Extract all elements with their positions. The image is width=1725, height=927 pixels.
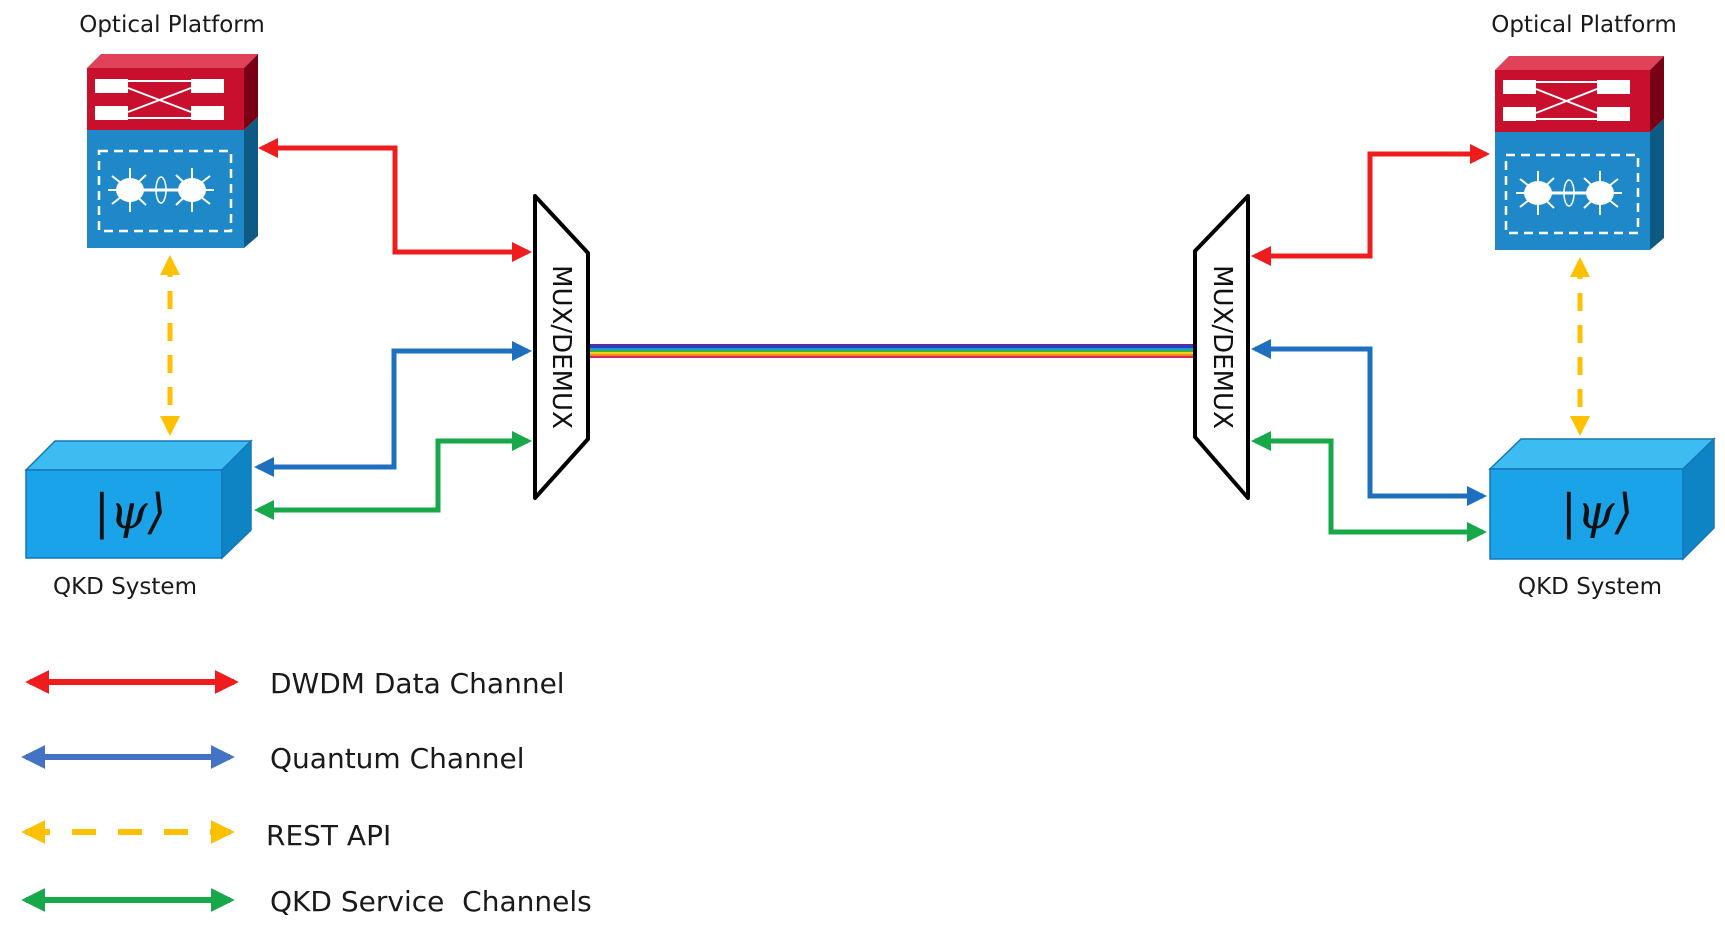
left-mux-demux: MUX/DEMUX [533, 194, 590, 500]
dwdm-data-channel-right [1251, 144, 1490, 266]
qkd-box-icon [24, 439, 253, 560]
qkd-state-symbol: |ψ⟩ [94, 484, 167, 540]
fiber-stripe [588, 346, 1195, 348]
legend-label-dwdm: DWDM Data Channel [270, 667, 565, 700]
legend-label-quantum: Quantum Channel [270, 742, 525, 775]
left-connections [160, 138, 532, 520]
fiber-stripe [588, 350, 1195, 352]
fiber-stripe [588, 348, 1195, 350]
fiber-stripe [588, 352, 1195, 354]
qkd-service-channel-right [1251, 431, 1487, 542]
left-optical-platform-label: Optical Platform [79, 12, 265, 38]
qkd-box-icon [1488, 437, 1716, 561]
legend-label-service: QKD Service Channels [270, 885, 592, 918]
optical-switch-icon [1495, 56, 1664, 250]
qkd-state-symbol: |ψ⟩ [1561, 484, 1634, 540]
right-mux-demux: MUX/DEMUX [1193, 194, 1250, 500]
right-optical-platform: Optical Platform [1491, 12, 1677, 250]
legend: DWDM Data Channel Quantum Channel REST A… [21, 667, 592, 918]
fiber-stripe [588, 354, 1195, 356]
legend-item-rest: REST API [21, 819, 391, 852]
right-qkd-system-label: QKD System [1518, 574, 1662, 600]
dwdm-data-channel-left [258, 138, 532, 262]
left-mux-demux-label: MUX/DEMUX [546, 265, 576, 429]
right-connections [1251, 144, 1590, 542]
fiber-stripe [588, 356, 1195, 358]
qkd-service-channel-left [254, 431, 532, 520]
left-optical-platform: Optical Platform [79, 12, 265, 248]
quantum-channel-left [254, 341, 532, 477]
quantum-channel-right [1251, 339, 1487, 506]
left-qkd-system: |ψ⟩ QKD System [24, 439, 253, 600]
right-qkd-system: |ψ⟩ QKD System [1488, 437, 1716, 600]
legend-item-dwdm: DWDM Data Channel [25, 667, 565, 700]
legend-label-rest: REST API [266, 819, 391, 852]
fiber-stripe [588, 344, 1195, 346]
right-optical-platform-label: Optical Platform [1491, 12, 1677, 38]
legend-item-quantum: Quantum Channel [21, 742, 525, 775]
optical-switch-icon [87, 54, 258, 248]
legend-item-service: QKD Service Channels [21, 885, 592, 918]
fiber-link [588, 344, 1195, 358]
right-mux-demux-label: MUX/DEMUX [1207, 265, 1237, 429]
left-qkd-system-label: QKD System [53, 574, 197, 600]
